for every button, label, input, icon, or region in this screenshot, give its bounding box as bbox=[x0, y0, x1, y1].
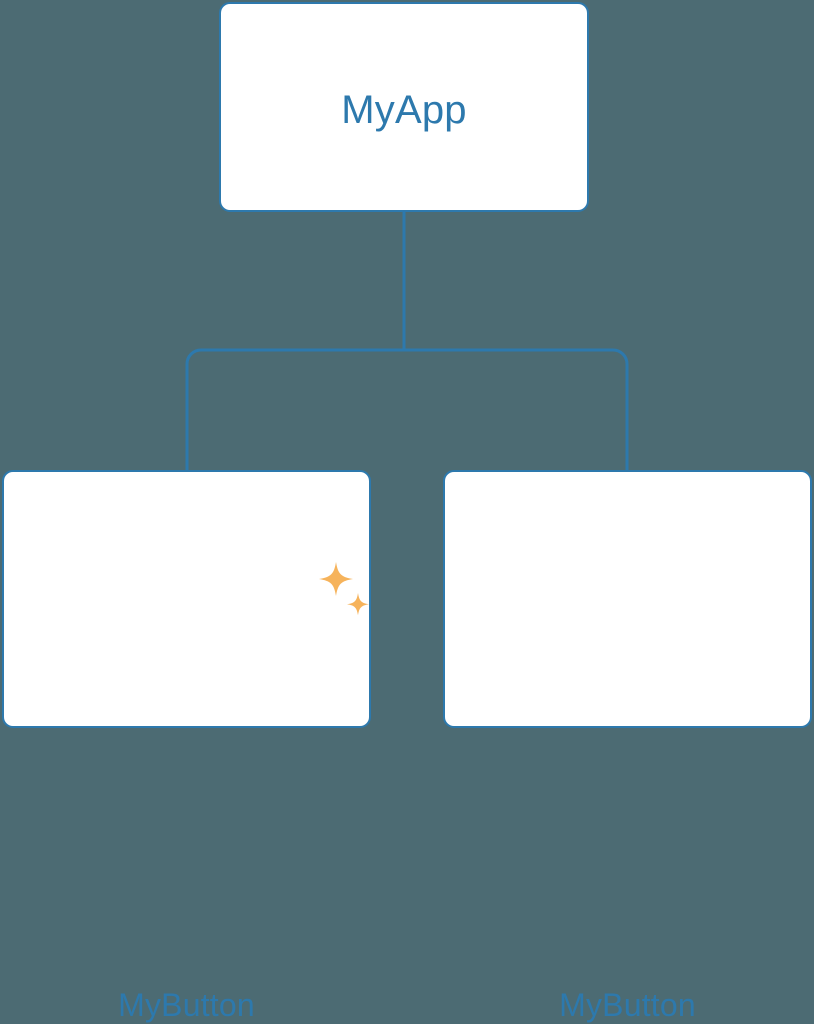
node-myapp-title: MyApp bbox=[341, 88, 467, 132]
node-mybutton-0[interactable]: MyButton bbox=[2, 470, 371, 1023]
connector-branch-bus bbox=[185, 348, 629, 470]
node-mybutton-0-title: MyButton bbox=[118, 987, 255, 1023]
node-mybutton-1[interactable]: MyButton bbox=[443, 470, 812, 1023]
node-myapp[interactable]: MyApp bbox=[219, 2, 589, 212]
node-mybutton-1-title: MyButton bbox=[559, 987, 696, 1023]
